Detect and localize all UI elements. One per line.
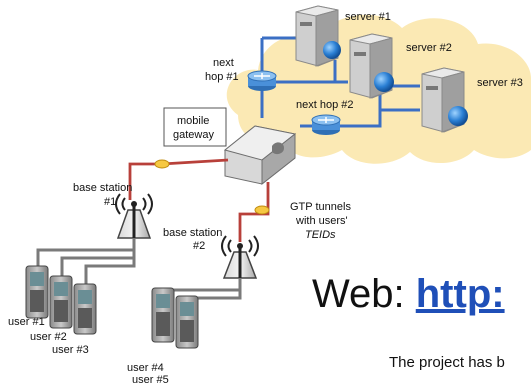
base-station-2-tower: [221, 235, 259, 279]
base-station-1-tower: [115, 193, 153, 239]
user-3-label: user #3: [52, 344, 89, 356]
router-next-hop-1: [247, 70, 277, 91]
phone-user-3: [73, 283, 97, 335]
phone-user-4: [151, 287, 175, 343]
phone-user-5: [175, 295, 199, 349]
server-3-label: server #3: [477, 77, 523, 89]
gtp-tunnels-label-line3: TEIDs: [305, 229, 336, 241]
tunnel-marker-1: [154, 159, 170, 169]
gtp-tunnels-label-line2: with users': [295, 215, 348, 227]
base-station-2-label-line1: base station: [163, 227, 222, 239]
user-1-label: user #1: [8, 316, 45, 328]
user-2-label: user #2: [30, 331, 67, 343]
base-station-2-label-line2: #2: [193, 240, 205, 252]
next-hop-1-label-line1: next: [213, 57, 234, 69]
web-link-line: Web: http:: [312, 272, 505, 317]
server-2-label: server #2: [406, 42, 452, 54]
base-station-1-label-line1: base station: [73, 182, 132, 194]
router-next-hop-2: [311, 114, 341, 135]
mobile-gateway-label-line1: mobile: [177, 115, 209, 127]
user-4-label: user #4: [127, 362, 164, 374]
user-5-label: user #5: [132, 374, 169, 385]
mobile-gateway-label-line2: gateway: [173, 129, 214, 141]
next-hop-2-label: next hop #2: [296, 99, 354, 111]
web-url-link[interactable]: http:: [415, 272, 505, 316]
gtp-tunnels-label-line1: GTP tunnels: [290, 201, 351, 213]
project-note: The project has b: [389, 354, 505, 371]
mobile-gateway-label-box: [163, 107, 227, 147]
gtp-tunnels: [128, 158, 270, 242]
phone-user-1: [25, 265, 49, 319]
tunnel-marker-2: [254, 205, 270, 215]
server-3: [421, 67, 468, 133]
phone-user-2: [49, 275, 73, 329]
base-station-1-label-line2: #1: [104, 196, 116, 208]
server-1: [295, 5, 341, 67]
server-1-label: server #1: [345, 11, 391, 23]
web-prefix: Web:: [312, 272, 416, 316]
server-2: [349, 33, 394, 99]
next-hop-1-label-line2: hop #1: [205, 71, 239, 83]
mobile-gateway-device: [223, 125, 297, 186]
